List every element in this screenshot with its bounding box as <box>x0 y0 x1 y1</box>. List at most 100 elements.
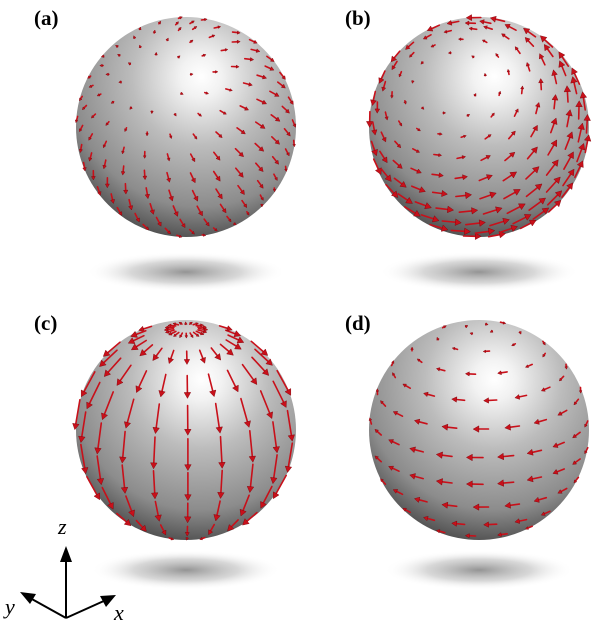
vector-arrow-shaft <box>399 70 403 76</box>
vector-arrow-shaft <box>395 412 404 418</box>
vector-arrow-shaft <box>369 419 373 425</box>
vector-arrow-shaft <box>218 325 229 330</box>
vector-arrowhead <box>191 157 196 163</box>
vector-arrowhead <box>510 225 518 232</box>
vector-arrowhead <box>564 366 568 370</box>
vector-arrowhead <box>128 509 135 518</box>
vector-arrowhead <box>381 86 387 92</box>
vector-arrowhead <box>504 423 511 431</box>
vector-arrow-shaft <box>450 20 460 24</box>
vector-arrowhead <box>472 425 480 433</box>
vector-arrow-shaft <box>103 349 118 364</box>
vector-arrow-shaft <box>226 215 231 221</box>
vector-arrowhead <box>504 501 511 509</box>
vector-arrow-shaft <box>201 54 205 57</box>
vector-arrowhead <box>74 119 79 124</box>
vector-arrowhead <box>381 136 387 143</box>
vector-arrowhead <box>370 99 377 107</box>
vector-arrowhead <box>240 129 246 135</box>
vector-arrow-shaft <box>256 98 264 103</box>
vector-arrowhead <box>166 157 171 162</box>
vector-arrow-shaft <box>531 476 543 480</box>
vector-arrowhead <box>262 74 267 80</box>
vector-arrowhead <box>284 465 293 473</box>
vector-arrowhead <box>87 75 91 79</box>
vector-arrowhead <box>218 133 223 138</box>
vector-arrowhead <box>575 100 583 108</box>
vector-arrowhead <box>261 368 270 376</box>
vector-arrowhead <box>417 128 421 132</box>
vector-arrow-shaft <box>219 109 225 114</box>
vector-arrowhead <box>233 330 242 338</box>
vector-arrow-shaft <box>132 334 145 342</box>
vector-arrowhead <box>409 54 413 58</box>
vector-arrow-shaft <box>446 426 458 430</box>
vector-arrow-shaft <box>540 57 546 66</box>
vector-arrow-shaft <box>96 186 101 193</box>
vector-arrowhead <box>473 93 477 97</box>
vector-arrowhead <box>248 82 253 87</box>
vector-arrowhead <box>246 486 255 494</box>
vector-arrow-shaft <box>244 57 252 61</box>
vector-arrowhead <box>286 152 290 157</box>
vector-field <box>366 14 592 240</box>
vector-arrow-shaft <box>220 469 223 494</box>
vector-arrow-shaft <box>246 511 258 522</box>
vector-arrowhead <box>184 532 190 537</box>
vector-arrow-shaft <box>553 99 556 110</box>
vector-arrow-shaft <box>441 480 453 484</box>
vector-arrow-shaft <box>103 159 107 167</box>
vector-arrow-shaft <box>126 398 135 424</box>
vector-arrowhead <box>510 130 516 136</box>
vector-arrowhead <box>375 167 382 175</box>
vector-arrowhead <box>172 322 176 326</box>
vector-arrowhead <box>392 372 396 376</box>
vector-arrowhead <box>151 492 159 500</box>
vector-arrowhead <box>466 114 471 118</box>
vector-arrow-shaft <box>281 105 288 112</box>
vector-arrowhead <box>286 131 291 137</box>
vector-arrowhead <box>584 423 588 428</box>
vector-arrow-shaft <box>520 88 524 95</box>
vector-arrowhead <box>497 479 505 487</box>
vector-arrowhead <box>483 25 488 30</box>
vector-arrow-shaft <box>81 411 87 438</box>
vector-arrow-shaft <box>546 194 559 206</box>
vector-arrowhead <box>403 101 407 105</box>
vector-arrowhead <box>495 206 503 214</box>
vector-arrowhead <box>489 15 497 23</box>
vector-arrowhead <box>102 144 107 149</box>
vector-arrowhead <box>464 533 470 539</box>
vector-arrow-shaft <box>264 65 272 70</box>
vector-arrow-shaft <box>143 344 154 353</box>
vector-arrow-shaft <box>404 384 412 390</box>
vector-arrowhead <box>374 455 379 460</box>
vector-arrowhead <box>259 183 264 189</box>
vector-arrowhead <box>154 51 158 56</box>
vector-arrowhead <box>390 95 394 99</box>
vector-arrowhead <box>485 322 489 326</box>
vector-arrow-shaft <box>564 136 571 150</box>
vector-arrowhead <box>266 411 273 419</box>
vector-arrow-shaft <box>547 203 558 213</box>
vector-arrow-shaft <box>286 409 293 437</box>
vector-arrow-shaft <box>180 332 184 337</box>
vector-arrowhead <box>243 420 251 428</box>
vector-arrowhead <box>103 369 111 377</box>
vector-arrow-shaft <box>135 519 144 529</box>
vector-arrowhead <box>530 146 538 154</box>
vector-arrow-shaft <box>272 421 278 448</box>
vector-arrowhead <box>115 45 119 49</box>
vector-arrowhead <box>94 447 102 455</box>
vector-arrow-shaft <box>490 114 494 118</box>
axes-triad: z y x <box>3 514 124 622</box>
vector-arrowhead <box>236 30 241 35</box>
vector-arrowhead <box>583 113 591 121</box>
shadow <box>91 550 281 590</box>
vector-arrow-shaft <box>410 185 422 191</box>
vector-arrow-shaft <box>404 508 412 514</box>
vector-arrow-shaft <box>584 139 589 154</box>
vector-arrowhead <box>190 334 194 339</box>
vector-arrowhead <box>538 78 544 84</box>
vector-arrow-shaft <box>170 349 175 360</box>
